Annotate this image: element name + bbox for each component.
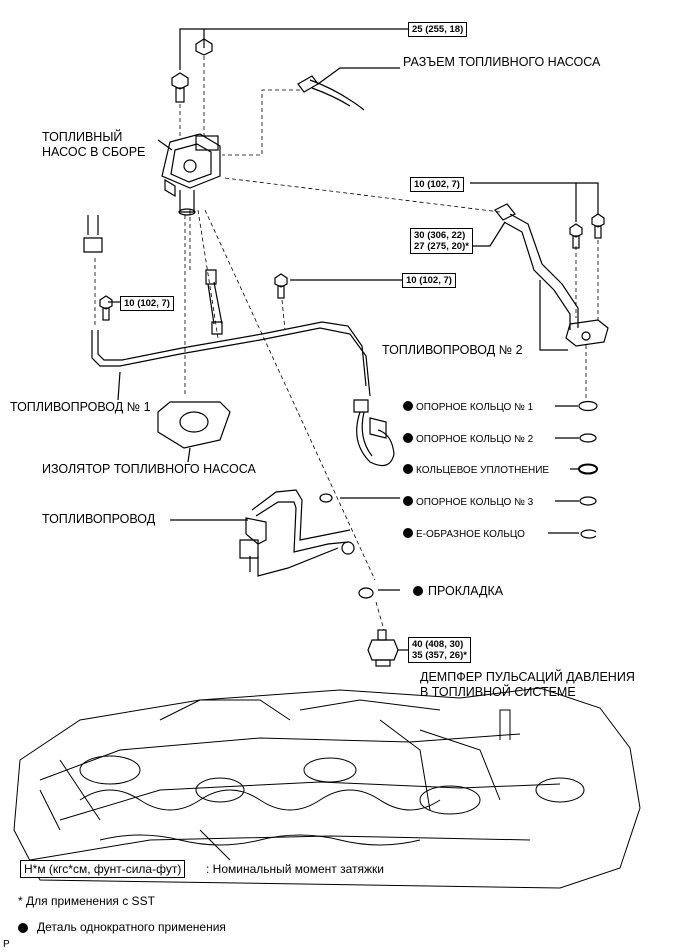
- bolt-icon: [99, 273, 288, 321]
- label-backup-ring-3: ОПОРНОЕ КОЛЬЦО № 3: [416, 497, 534, 508]
- torque-spec-40: 40 (408, 30) 35 (357, 26)*: [408, 637, 471, 663]
- leader-25: [179, 28, 408, 70]
- e-ring-icon: [580, 529, 597, 539]
- fuel-pipe-1-icon: [91, 321, 395, 467]
- legend-sst-note: * Для применения с SST: [18, 894, 155, 908]
- torque-value: 10 (102, 7): [124, 298, 170, 309]
- label-fuel-pump-insulator: ИЗОЛЯТОР ТОПЛИВНОГО НАСОСА: [42, 462, 256, 476]
- torque-spec-10-middle: 10 (102, 7): [402, 273, 456, 288]
- label-line: НАСОС В СБОРЕ: [42, 145, 146, 159]
- torque-spec-30: 30 (306, 22) 27 (275, 20)*: [410, 228, 473, 254]
- corner-mark: P: [3, 939, 10, 950]
- fuel-pipe-2-icon: [494, 203, 609, 347]
- fuel-pipe-icon: [239, 489, 355, 577]
- torque-spec-10-left: 10 (102, 7): [120, 296, 174, 311]
- label-line: ДЕМПФЕР ПУЛЬСАЦИЙ ДАВЛЕНИЯ: [420, 670, 635, 684]
- torque-value-sst: 27 (275, 20)*: [414, 241, 469, 252]
- label-gasket: ПРОКЛАДКА: [428, 584, 504, 598]
- gasket-icon: [358, 587, 374, 599]
- label-fuel-pipe-1: ТОПЛИВОПРОВОД № 1: [10, 400, 151, 414]
- pulsation-damper-icon: [367, 629, 399, 667]
- label-backup-ring-2: ОПОРНОЕ КОЛЬЦО № 2: [416, 434, 534, 445]
- label-line: ТОПЛИВНЫЙ: [42, 130, 123, 144]
- label-line: В ТОПЛИВНОЙ СИСТЕМЕ: [420, 685, 576, 699]
- torque-value: 30 (306, 22): [414, 230, 466, 241]
- label-e-ring: Е-ОБРАЗНОЕ КОЛЬЦО: [416, 529, 525, 540]
- o-ring-icon: [578, 463, 598, 475]
- torque-value: 10 (102, 7): [406, 275, 452, 286]
- label-pulsation-damper: ДЕМПФЕР ПУЛЬСАЦИЙ ДАВЛЕНИЯ В ТОПЛИВНОЙ С…: [420, 670, 635, 700]
- backup-ring-2-icon: [579, 433, 597, 443]
- legend-unit-box: Н*м (кгс*см, фунт-сила-фут): [20, 860, 186, 878]
- torque-spec-25: 25 (255, 18): [408, 22, 468, 37]
- torque-value: 40 (408, 30): [412, 639, 464, 650]
- torque-value-sst: 35 (357, 26)*: [412, 650, 467, 661]
- label-fuel-pipe: ТОПЛИВОПРОВОД: [42, 512, 156, 526]
- label-fuel-pump-connector: РАЗЪЕМ ТОПЛИВНОГО НАСОСА: [403, 55, 601, 69]
- label-o-ring: КОЛЬЦЕВОЕ УПЛОТНЕНИЕ: [416, 465, 550, 476]
- legend-unit-desc: : Номинальный момент затяжки: [206, 862, 384, 876]
- fuel-pump-insulator-icon: [157, 401, 231, 449]
- label-fuel-pump-assembly: ТОПЛИВНЫЙ НАСОС В СБОРЕ: [42, 130, 145, 160]
- bolt-icon: [569, 213, 605, 249]
- torque-value: 10 (102, 7): [414, 179, 460, 190]
- legend-single-use: Деталь однократного применения: [37, 920, 226, 934]
- fuel-pump-assembly-icon: [161, 133, 221, 216]
- torque-spec-10-right: 10 (102, 7): [410, 177, 464, 192]
- label-fuel-pipe-2: ТОПЛИВОПРОВОД № 2: [382, 343, 523, 357]
- fuel-pump-connector-icon: [297, 75, 365, 111]
- backup-ring-1-icon: [578, 400, 598, 412]
- gasket-icon: [319, 493, 333, 503]
- label-backup-ring-1: ОПОРНОЕ КОЛЬЦО № 1: [416, 402, 534, 413]
- backup-ring-3-icon: [579, 496, 597, 506]
- torque-value: 25 (255, 18): [412, 24, 464, 35]
- engine-block-icon: [13, 687, 641, 889]
- bolt-icon: [171, 38, 213, 103]
